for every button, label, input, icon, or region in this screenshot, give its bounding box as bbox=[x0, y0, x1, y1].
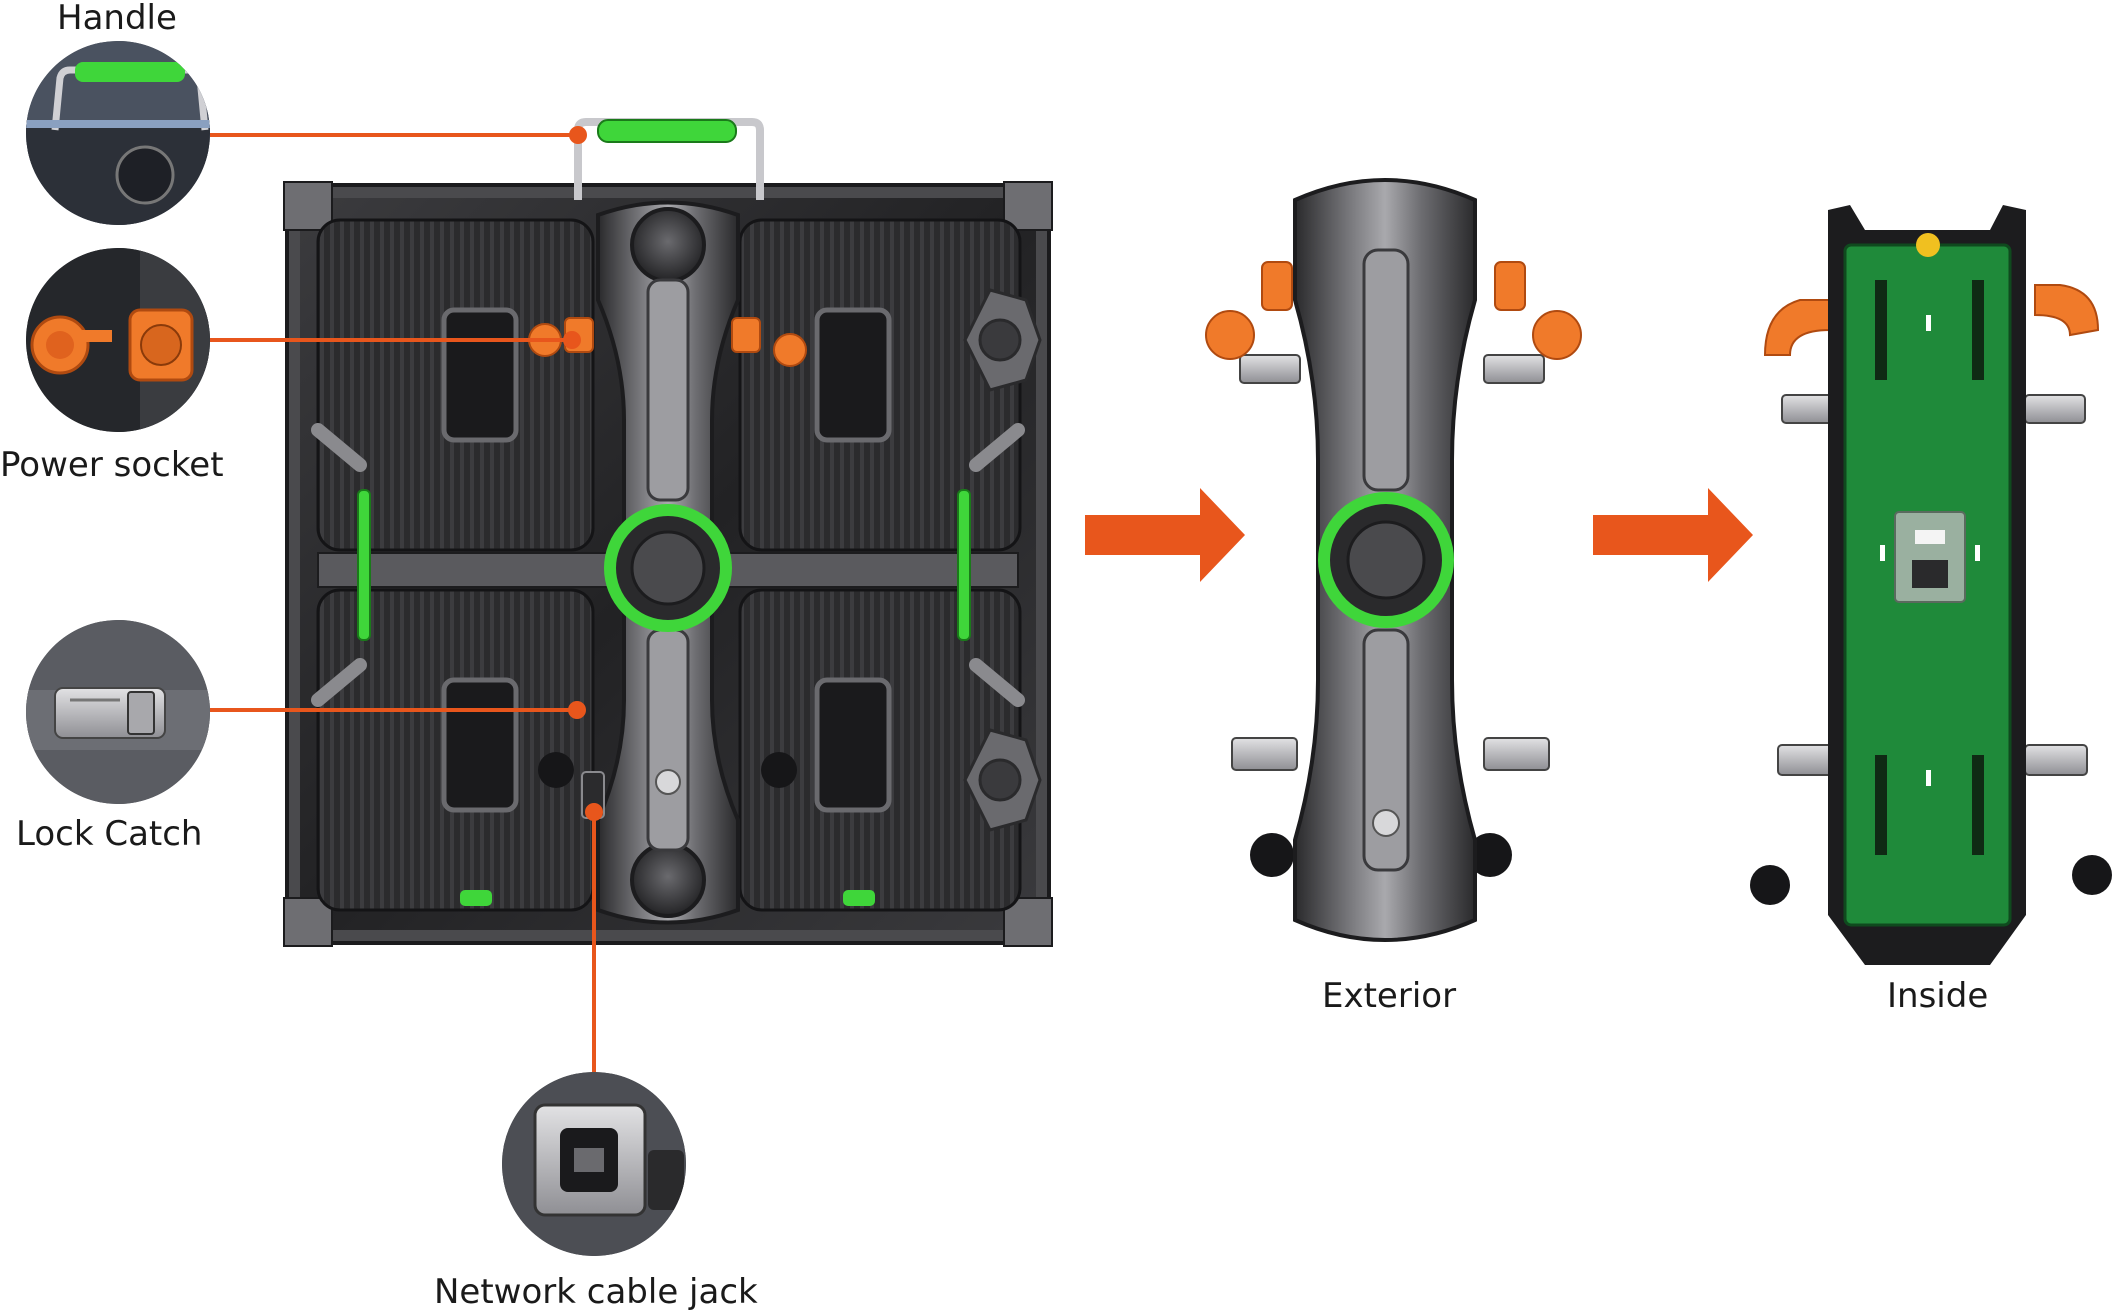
callout-lines bbox=[210, 126, 603, 1072]
detail-network-cable-jack bbox=[502, 1072, 686, 1256]
spine-exterior bbox=[1205, 178, 1582, 942]
detail-power-socket bbox=[26, 248, 210, 432]
spine-inside bbox=[1750, 205, 2112, 965]
label-handle: Handle bbox=[57, 0, 177, 38]
cabinet-rear-view bbox=[283, 118, 1053, 947]
label-lock-catch: Lock Catch bbox=[16, 814, 203, 854]
right-arrow-icon bbox=[1085, 488, 1245, 582]
detail-handle bbox=[26, 41, 210, 225]
detail-lock-catch bbox=[26, 620, 210, 804]
label-power-socket: Power socket bbox=[0, 445, 224, 485]
label-network-cable-jack: Network cable jack bbox=[434, 1272, 758, 1312]
label-inside: Inside bbox=[1887, 976, 1989, 1016]
label-exterior: Exterior bbox=[1322, 976, 1457, 1016]
right-arrow-icon bbox=[1593, 488, 1753, 582]
